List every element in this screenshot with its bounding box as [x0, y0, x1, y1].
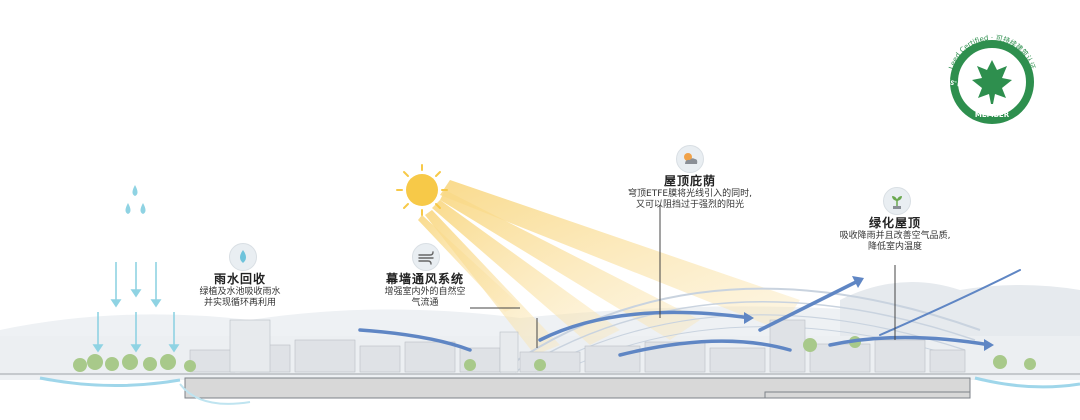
trees	[73, 336, 1036, 372]
feature-rain-line-2: 并实现循环再利用	[203, 298, 276, 309]
buildings	[189, 319, 966, 373]
maple-leaf-icon	[972, 60, 1012, 104]
feature-wind-label: 幕墙通风系统 增强室内外的自然空 气流通	[360, 272, 490, 310]
feature-wind-title: 幕墙通风系统	[385, 272, 464, 286]
feature-green-label: 绿化屋顶 吸收降雨并且改善空气品质, 降低室内温度	[820, 216, 970, 254]
feature-roof-line-2: 又可以阻挡过于强烈的阳光	[635, 200, 744, 211]
rain-drops	[125, 185, 146, 214]
wind-icon	[412, 243, 440, 271]
badge-member-text: MEMBER	[975, 111, 1010, 119]
water-drop-icon	[229, 243, 257, 271]
feature-wind-line-1: 增强室内外的自然空	[384, 287, 466, 297]
feature-wind-line-2: 气流通	[411, 298, 439, 309]
feature-rain-title: 雨水回收	[213, 272, 266, 286]
plant-icon	[883, 187, 911, 215]
airflow-arrows	[358, 269, 1021, 357]
feature-rain-label: 雨水回收 绿植及水池吸收雨水 并实现循环再利用	[180, 272, 300, 310]
feature-rain-line-1: 绿植及水池吸收雨水	[199, 287, 281, 297]
ground-section	[0, 373, 1080, 399]
feature-roof-label: 屋顶庇荫 穹顶ETFE膜将光线引入的同时, 又可以阻挡过于强烈的阳光	[600, 174, 780, 212]
cloud-sun-icon	[676, 145, 704, 173]
sun-beams	[418, 180, 800, 355]
sun-icon	[396, 164, 448, 216]
feature-green-line-2: 降低室内温度	[867, 242, 922, 253]
feature-roof-line-1: 穹顶ETFE膜将光线引入的同时,	[628, 189, 752, 199]
feature-roof-title: 屋顶庇荫	[663, 174, 716, 188]
leader-lines	[470, 205, 896, 348]
feature-green-title: 绿化屋顶	[868, 216, 921, 230]
feature-green-line-1: 吸收降雨并且改善空气品质,	[839, 231, 951, 241]
airflow-arrowheads	[744, 276, 994, 351]
water-pool	[39, 376, 1080, 405]
rain-arrows	[92, 262, 180, 353]
usgbc-badge: Leed Certified · 可持续建筑认证 U.S. GREEN BUIL…	[927, 17, 1036, 124]
